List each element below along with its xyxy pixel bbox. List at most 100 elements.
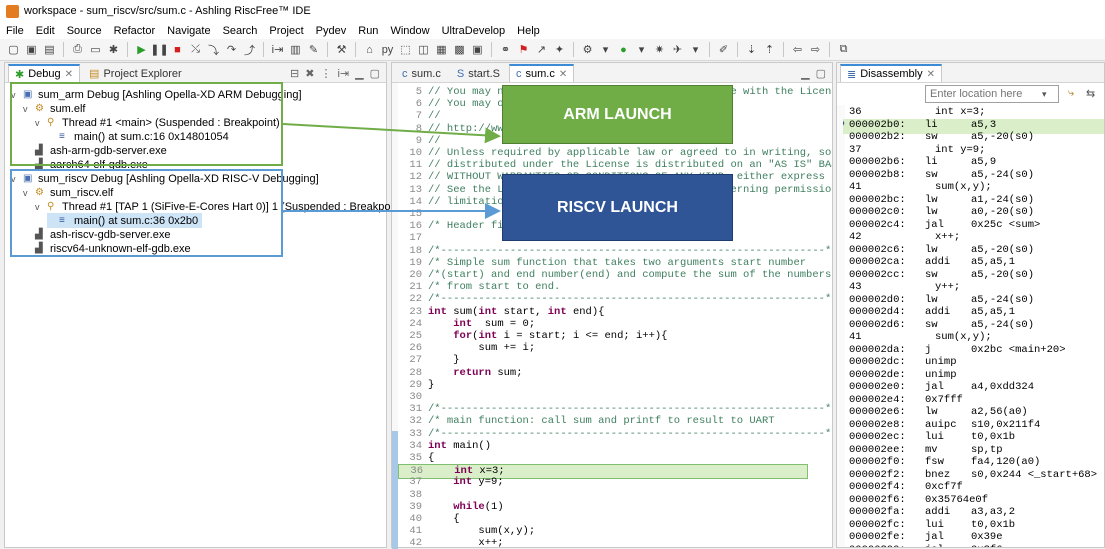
menu-window[interactable]: Window [390, 24, 430, 37]
terminate-icon[interactable]: ■ [174, 43, 181, 56]
dropdown-icon[interactable]: ▾ [692, 44, 699, 56]
forward-icon[interactable]: ⇨ [810, 44, 821, 56]
tree-item[interactable]: v⚲Thread #1 [TAP 1 (SiFive-E-Cores Hart … [35, 199, 406, 214]
tree-item[interactable]: ≡main() at sum.c:36 0x2b0 [47, 213, 203, 228]
chevron-down-icon[interactable]: v [23, 187, 28, 198]
chevron-down-icon[interactable]: v [23, 103, 28, 114]
remove-terminated-icon[interactable]: ✖ [305, 67, 315, 80]
python-icon[interactable]: py [381, 43, 394, 56]
tab-debug[interactable]: ✱ Debug ✕ [8, 64, 81, 82]
flag-icon[interactable]: ⚑ [518, 44, 529, 56]
tree-item[interactable]: v▣sum_arm Debug [Ashling Opella-XD ARM D… [11, 87, 302, 102]
chevron-down-icon[interactable]: v [35, 201, 40, 212]
wand-icon[interactable]: ✎ [308, 44, 319, 56]
step-filter-icon[interactable]: i⇥ [337, 67, 350, 80]
menu-run[interactable]: Run [358, 24, 379, 37]
resume-icon[interactable]: ▶ [137, 44, 146, 56]
menu-edit[interactable]: Edit [35, 24, 55, 37]
close-icon[interactable]: ✕ [926, 68, 935, 80]
chevron-down-icon[interactable]: ▾ [1042, 88, 1047, 99]
chevron-down-icon[interactable]: v [11, 89, 16, 100]
link-icon[interactable]: ⚭ [500, 44, 511, 56]
print-icon[interactable]: ⎙ [73, 43, 82, 55]
menu-search[interactable]: Search [222, 24, 258, 37]
chevron-down-icon[interactable]: v [35, 117, 40, 128]
tab-start-s[interactable]: S start.S [450, 64, 507, 82]
annotation-prev-icon[interactable]: ⇡ [764, 44, 775, 56]
bug-icon[interactable]: ✱ [108, 44, 119, 56]
tree-item[interactable]: ▟riscv64-unknown-elf-gdb.exe [23, 241, 191, 256]
table-icon[interactable]: ▩ [454, 44, 465, 56]
menu-pydev[interactable]: Pydev [315, 24, 347, 37]
home-icon[interactable]: ⌂ [366, 43, 373, 56]
puzzle-icon[interactable]: ✦ [554, 44, 565, 56]
step-return-icon[interactable]: ⤴ [244, 44, 255, 57]
instruction-step-icon[interactable]: i⇥ [271, 44, 284, 56]
dropdown-icon[interactable]: ▾ [638, 44, 645, 56]
line-number: 14 [409, 195, 422, 208]
disconnect-icon[interactable]: ⤯ [191, 43, 200, 55]
run-icon[interactable]: ● [620, 43, 627, 56]
tab-disassembly[interactable]: ≣ Disassembly ✕ [840, 64, 942, 82]
chip-icon[interactable]: ▣ [472, 44, 483, 56]
back-icon[interactable]: ⇦ [792, 44, 803, 56]
tree-item[interactable]: v⚲Thread #1 <main> (Suspended : Breakpoi… [35, 115, 280, 130]
title-bar: workspace - sum_riscv/src/sum.c - Ashlin… [0, 0, 1105, 22]
menu-project[interactable]: Project [269, 24, 304, 37]
code-area[interactable]: 5// You may not use this file except in … [398, 83, 832, 547]
tree-item[interactable]: ▟ash-riscv-gdb-server.exe [23, 227, 170, 242]
tree-item[interactable]: v⚙sum_riscv.elf [23, 185, 113, 200]
new-icon[interactable]: ▢ [8, 44, 19, 56]
go-to-location-icon[interactable]: ⤷ [1068, 87, 1075, 99]
pen-icon[interactable]: ✐ [718, 44, 729, 56]
tree-item[interactable]: ▟ash-arm-gdb-server.exe [23, 143, 167, 158]
pause-icon[interactable]: ▥ [290, 44, 301, 56]
package-icon[interactable]: ⬚ [400, 44, 411, 56]
console-icon[interactable]: ▭ [90, 44, 101, 56]
close-icon[interactable]: ✕ [64, 68, 74, 80]
menu-source[interactable]: Source [66, 24, 102, 37]
tab-project-explorer[interactable]: ▤ Project Explorer [82, 64, 189, 82]
location-input[interactable] [930, 88, 1042, 100]
step-into-icon[interactable]: ⤵ [208, 44, 219, 57]
tab-sum-c-1[interactable]: c sum.c [395, 64, 448, 82]
menu-ultradevelop[interactable]: UltraDevelop [441, 24, 506, 37]
save-icon[interactable]: ▣ [26, 44, 37, 56]
annotation-next-icon[interactable]: ⇣ [746, 44, 757, 56]
chevron-down-icon[interactable]: v [11, 173, 16, 184]
maximize-icon[interactable]: ▢ [369, 67, 380, 80]
link-with-editor-icon[interactable]: ⇆ [1086, 88, 1096, 100]
cube-icon[interactable]: ◫ [418, 44, 429, 56]
tab-sum-c-active[interactable]: c sum.c ✕ [508, 64, 575, 82]
maximize-icon[interactable]: ▢ [815, 67, 826, 80]
external-tools-icon[interactable]: ✈ [672, 44, 683, 56]
location-combo[interactable]: ▾ [925, 85, 1059, 103]
minimize-icon[interactable]: ▁ [801, 67, 810, 80]
step-over-icon[interactable]: ↷ [226, 44, 237, 56]
view-menu-icon[interactable]: ⋮ [320, 67, 332, 80]
menu-help[interactable]: Help [517, 24, 540, 37]
suspend-icon[interactable]: ❚❚ [150, 44, 169, 56]
tree-item[interactable]: v⚙sum.elf [23, 101, 85, 116]
debug-run-icon[interactable]: ✷ [654, 44, 665, 56]
minimize-icon[interactable]: ▁ [355, 67, 364, 80]
close-icon[interactable]: ✕ [558, 68, 568, 80]
menu-navigate[interactable]: Navigate [167, 24, 211, 37]
save-all-icon[interactable]: ▤ [44, 44, 55, 56]
settings-icon[interactable]: ⚙ [582, 44, 593, 56]
menu-refactor[interactable]: Refactor [113, 24, 156, 37]
collapse-all-icon[interactable]: ⊟ [290, 67, 300, 80]
open-perspective-icon[interactable]: ⧉ [839, 43, 848, 55]
tree-item[interactable]: v▣sum_riscv Debug [Ashling Opella-XD RIS… [11, 171, 319, 186]
dropdown-icon[interactable]: ▾ [602, 44, 609, 56]
arrow-icon[interactable]: ↗ [536, 44, 547, 56]
grid-icon[interactable]: ▦ [436, 44, 447, 56]
code-text: { [428, 513, 460, 525]
menu-file[interactable]: File [6, 24, 24, 37]
line-number: 25 [409, 330, 422, 342]
tree-item[interactable]: ≡main() at sum.c:16 0x14801054 [47, 129, 229, 144]
operands: a5,-24(s0) [971, 168, 1035, 181]
build-icon[interactable]: ⚒ [336, 44, 347, 56]
